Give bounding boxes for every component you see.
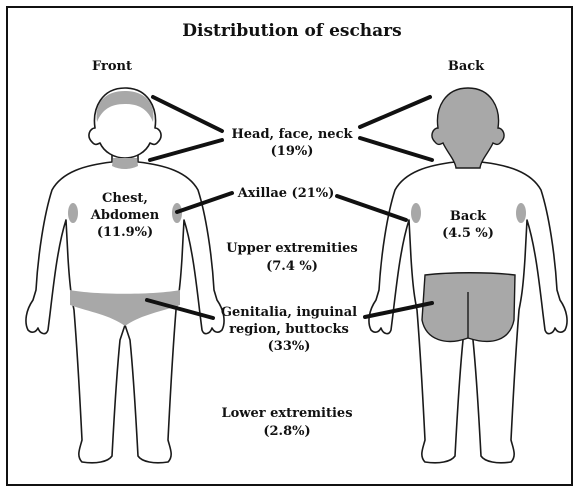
- label-upper-extremities: Upper extremities: [226, 241, 358, 256]
- figure-title: Distribution of eschars: [182, 21, 401, 41]
- front-neck-shade: [112, 158, 138, 169]
- back-head-shade: [432, 88, 504, 168]
- line-head-back-lower: [360, 138, 432, 160]
- label-upper-extremities-percent: (7.4 %): [266, 259, 318, 274]
- line-head-front-upper: [153, 97, 222, 131]
- line-head-front-lower: [150, 140, 222, 160]
- back-axilla-right-shade: [516, 203, 526, 223]
- label-axillae: Axillae (21%): [237, 186, 335, 201]
- label-genitalia-line2: region, buttocks: [229, 322, 349, 337]
- label-chest-percent: (11.9%): [97, 225, 153, 240]
- front-axilla-left-shade: [68, 203, 78, 223]
- back-axilla-left-shade: [411, 203, 421, 223]
- label-head-percent: (19%): [271, 144, 314, 159]
- line-head-back-upper: [360, 97, 430, 127]
- label-lower-extremities-percent: (2.8%): [263, 424, 310, 439]
- back-view-label: Back: [448, 59, 485, 74]
- label-chest-line1: Chest,: [102, 191, 148, 206]
- label-genitalia-line1: Genitalia, inguinal: [221, 305, 357, 320]
- label-head: Head, face, neck: [231, 127, 353, 142]
- front-body-figure: [26, 88, 224, 463]
- label-genitalia-percent: (33%): [268, 339, 311, 354]
- label-lower-extremities: Lower extremities: [221, 406, 352, 421]
- label-back: Back: [450, 209, 487, 224]
- label-chest-line2: Abdomen: [90, 208, 160, 223]
- label-back-percent: (4.5 %): [442, 226, 494, 241]
- front-view-label: Front: [92, 59, 132, 74]
